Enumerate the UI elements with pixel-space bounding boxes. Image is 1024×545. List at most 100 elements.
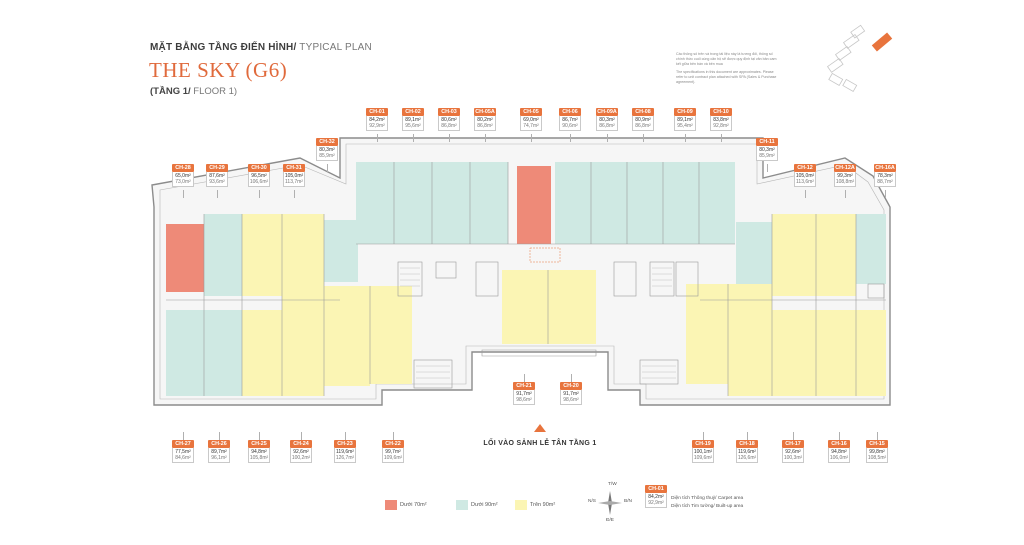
building-core (397, 261, 885, 389)
unit-ch-24[interactable] (282, 296, 324, 396)
unit-code: CH-01 (366, 108, 388, 116)
unit-ch-08[interactable] (627, 162, 663, 244)
unit-ch-16[interactable] (816, 310, 856, 396)
unit-code: CH-12 (794, 164, 816, 172)
unit-ch-22[interactable] (370, 286, 412, 384)
unit-carpet-area: 80,3m² (599, 117, 615, 123)
unit-ch-28[interactable] (166, 224, 204, 292)
unit-ch-05[interactable] (517, 166, 551, 244)
unit-carpet-area: 99,3m² (837, 173, 853, 179)
unit-ch-12a[interactable] (816, 214, 856, 296)
tag-leader-line (301, 432, 302, 440)
unit-ch-06[interactable] (555, 162, 591, 244)
unit-built-area: 85,9m² (759, 153, 775, 159)
unit-ch-16a[interactable] (856, 214, 886, 284)
unit-ch-25[interactable] (242, 310, 282, 396)
unit-code: CH-17 (782, 440, 804, 448)
page-kicker: MẶT BẰNG TẦNG ĐIỂN HÌNH/ TYPICAL PLAN (150, 42, 372, 53)
unit-built-area: 126,6m² (737, 455, 757, 461)
legend-label-over90: Trên 90m² (530, 502, 556, 508)
key-built-label: Diện tích Tim tường/ Built-up area (671, 504, 744, 509)
unit-ch-21[interactable] (502, 270, 548, 344)
unit-ch-19[interactable] (686, 284, 728, 384)
unit-code: CH-16A (874, 164, 896, 172)
unit-code: CH-10 (710, 108, 732, 116)
compass-north: T/W (608, 482, 617, 487)
tag-leader-line (327, 164, 328, 172)
tag-leader-line (805, 190, 806, 198)
unit-carpet-area: 83,8m² (713, 117, 729, 123)
tag-leader-line (531, 134, 532, 142)
unit-ch-23[interactable] (324, 286, 370, 386)
unit-ch-15[interactable] (856, 310, 886, 396)
unit-carpet-area: 89,1m² (677, 117, 693, 123)
unit-code: CH-15 (866, 440, 888, 448)
unit-built-area: 93,6m² (209, 179, 225, 185)
tag-leader-line (219, 432, 220, 440)
unit-ch-05a[interactable] (470, 162, 508, 244)
compass-west: N/S (588, 499, 596, 504)
unit-built-area: 74,7m² (523, 123, 539, 129)
unit-carpet-area: 99,8m² (869, 449, 885, 455)
unit-ch-20[interactable] (548, 270, 596, 344)
stair-treads (400, 267, 676, 379)
unit-ch-30[interactable] (242, 214, 282, 296)
unit-ch-09[interactable] (663, 162, 699, 244)
unit-carpet-area: 94,8m² (831, 449, 847, 455)
unit-ch-10[interactable] (699, 162, 735, 244)
unit-ch-32[interactable] (324, 220, 358, 282)
unit-built-area: 92,8m² (713, 123, 729, 129)
unit-ch-27[interactable] (166, 310, 204, 396)
unit-ch-01[interactable] (356, 162, 394, 244)
unit-ch-12[interactable] (772, 214, 816, 296)
unit-ch-31[interactable] (282, 214, 324, 296)
unit-carpet-area: 92,6m² (293, 449, 309, 455)
unit-ch-03[interactable] (432, 162, 470, 244)
unit-ch-29[interactable] (204, 214, 242, 296)
disclaimer-vi: Các thông số trên và trong tài liệu này … (676, 52, 777, 66)
unit-ch-02[interactable] (394, 162, 432, 244)
unit-built-area: 106,0m² (829, 455, 849, 461)
unit-carpet-area: 80,3m² (319, 147, 335, 153)
unit-ch-11[interactable] (736, 222, 772, 284)
unit-built-area: 85,9m² (319, 153, 335, 159)
unit-ch-17[interactable] (772, 310, 816, 396)
tag-leader-line (793, 432, 794, 440)
unit-built-area: 106,6m² (249, 179, 269, 185)
unit-ch-09a[interactable] (591, 162, 627, 244)
unit-ch-26[interactable] (204, 310, 242, 396)
unit-ch-18[interactable] (728, 284, 772, 396)
